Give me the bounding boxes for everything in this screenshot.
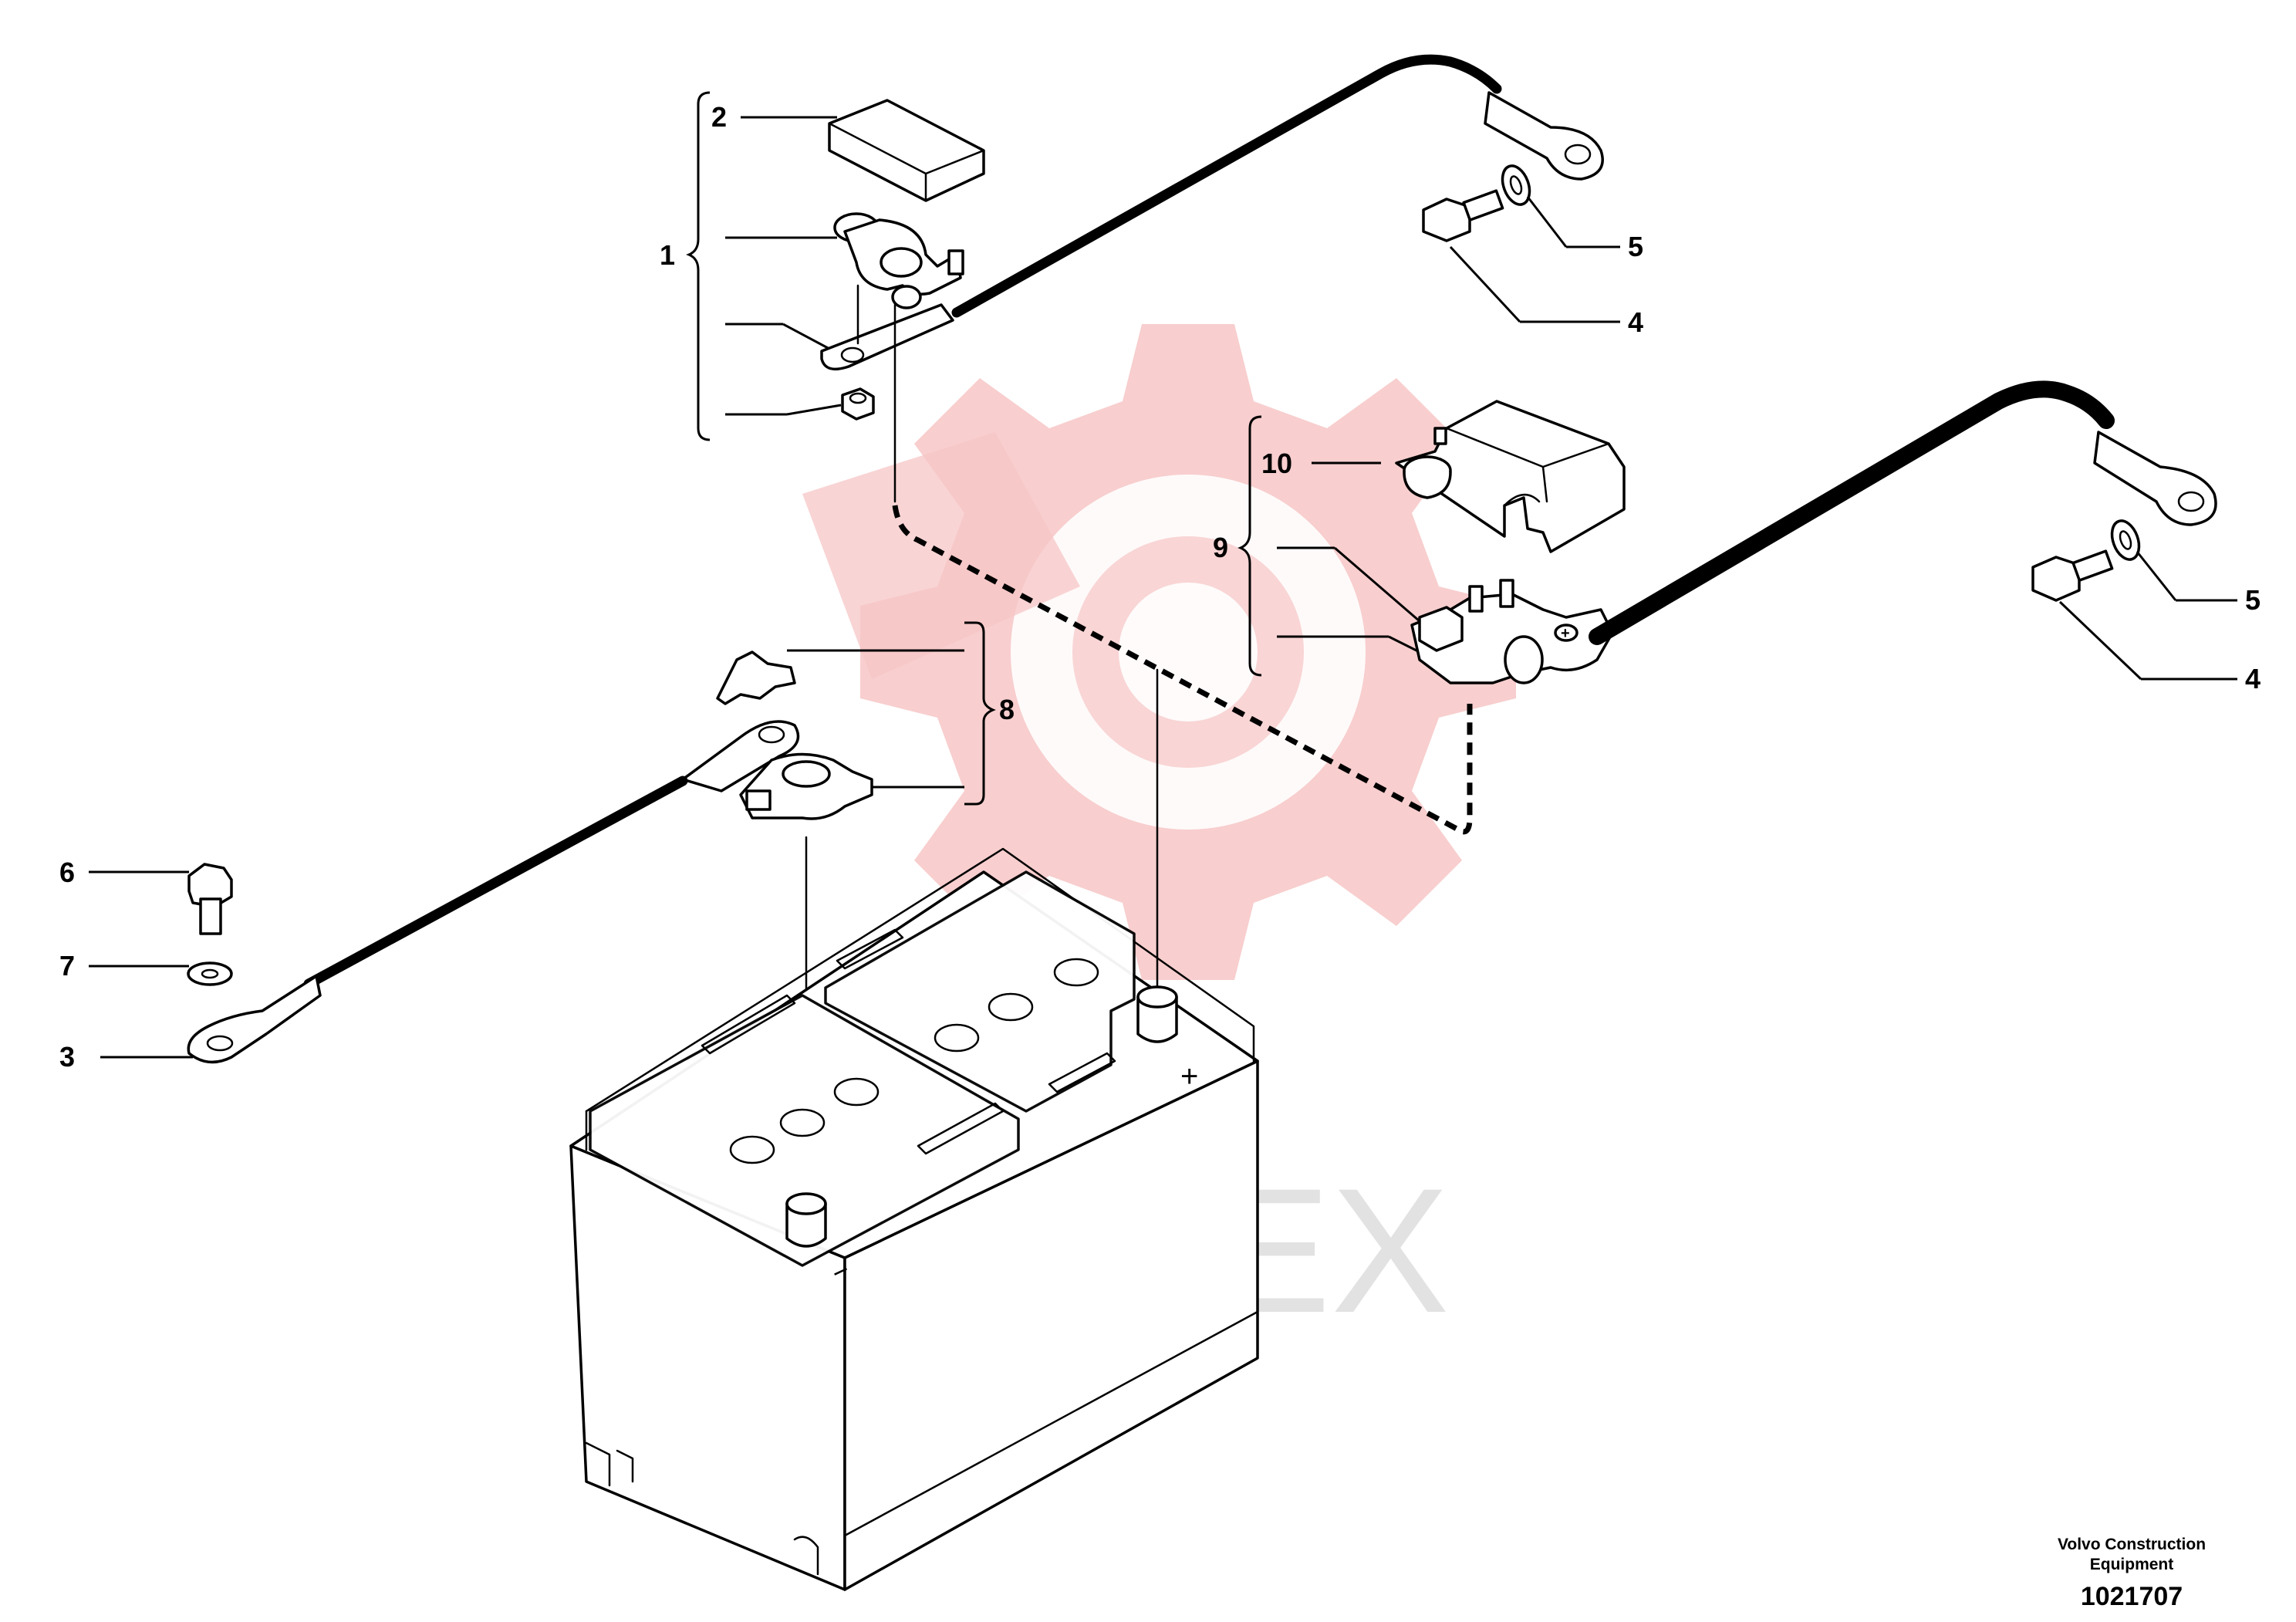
bracket-group-1 (686, 91, 842, 441)
cable-lug-top (820, 303, 954, 371)
washer-part-7 (187, 961, 233, 986)
callout-6: 6 (59, 857, 75, 888)
callout-5-upper: 5 (1628, 231, 1643, 262)
terminal-clamp-negative (739, 752, 873, 820)
callout-1: 1 (660, 239, 675, 271)
cable-main-positive (1589, 380, 2115, 645)
callout-10: 10 (1261, 448, 1292, 479)
polarity-mark: + (1561, 625, 1570, 642)
cable-negative (303, 776, 688, 989)
callout-4-right: 4 (2245, 663, 2261, 694)
terminal-clamp-part-9: + (1410, 579, 1614, 684)
bracket-group-9 (1237, 415, 1420, 677)
washer-part-5-right (2110, 519, 2141, 561)
terminal-cover-part-2 (828, 99, 985, 202)
callout-4-upper: 4 (1628, 306, 1643, 338)
dashed-connection (892, 505, 1473, 835)
bolt-part-6 (187, 863, 233, 935)
callout-3: 3 (59, 1041, 75, 1073)
terminal-cover-part-10 (1395, 400, 1626, 553)
cable-lug-negative (681, 720, 800, 792)
callout-8: 8 (999, 694, 1015, 725)
bracket-group-8 (787, 621, 996, 806)
watermark-gear-center (1119, 583, 1258, 721)
cable-end-ring-upper (1484, 91, 1604, 181)
nut-part (841, 387, 875, 421)
callout-9: 9 (1213, 532, 1228, 563)
callout-7: 7 (59, 950, 75, 982)
footer-drawing-number: 1021707 (2081, 1582, 2183, 1611)
washer-part-5-upper (1501, 164, 1531, 206)
cable-end-ring-right (2093, 431, 2217, 526)
cable-end-ring-lower-left (187, 975, 322, 1064)
footer-company-line2: Equipment (2090, 1556, 2174, 1573)
bolt-part-4-upper (1422, 189, 1504, 242)
bolt-part-4-right (2031, 549, 2114, 602)
terminal-clamp-part-1 (833, 212, 964, 309)
callout-5-right: 5 (2245, 584, 2261, 616)
footer-company-line1: Volvo Construction (2058, 1536, 2206, 1553)
wing-nut-part (716, 650, 796, 705)
cable-upper (951, 54, 1502, 318)
battery: + − (569, 847, 1259, 1591)
battery-plus-symbol: + (1180, 1059, 1198, 1093)
callout-2: 2 (711, 101, 727, 133)
